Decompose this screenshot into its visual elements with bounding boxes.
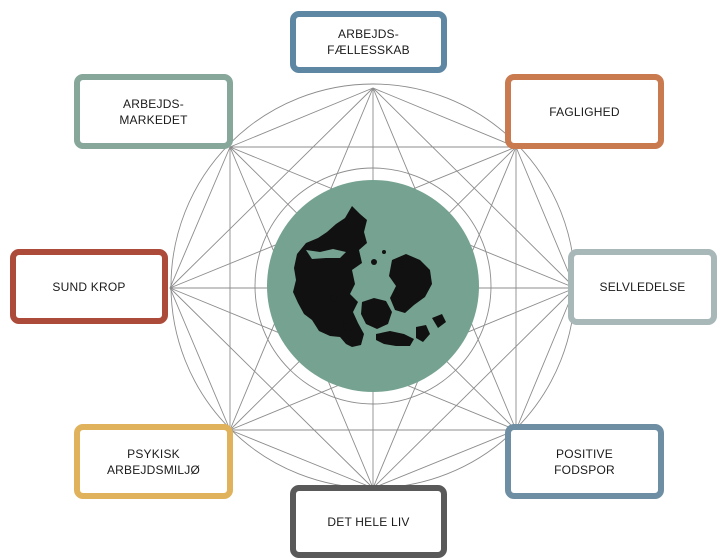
connector-line xyxy=(229,429,374,489)
node-sund-krop: SUND KROP xyxy=(10,249,168,324)
denmark-map-icon xyxy=(293,206,446,347)
connector-line xyxy=(515,146,576,289)
node-faglighed: FAGLIGHED xyxy=(505,74,664,149)
connector-line xyxy=(515,287,576,431)
connector-line xyxy=(229,87,374,148)
node-psykisk-arbejdsmiljo: PSYKISK ARBEJDSMILJØ xyxy=(74,424,233,499)
connector-line xyxy=(372,429,517,489)
connector-line xyxy=(372,87,517,148)
center-globe xyxy=(267,180,479,392)
node-det-hele-liv: DET HELE LIV xyxy=(290,485,447,558)
node-positive-fodspor: POSITIVE FODSPOR xyxy=(505,424,664,499)
connector-line xyxy=(169,287,231,431)
node-selvledelse: SELVLEDELSE xyxy=(568,249,717,325)
node-arbejdsmarkedet: ARBEJDS- MARKEDET xyxy=(74,74,233,149)
node-arbejdsfaellesskab: ARBEJDS- FÆLLESSKAB xyxy=(290,11,447,73)
connector-line xyxy=(169,146,231,289)
connector-line xyxy=(169,287,374,489)
